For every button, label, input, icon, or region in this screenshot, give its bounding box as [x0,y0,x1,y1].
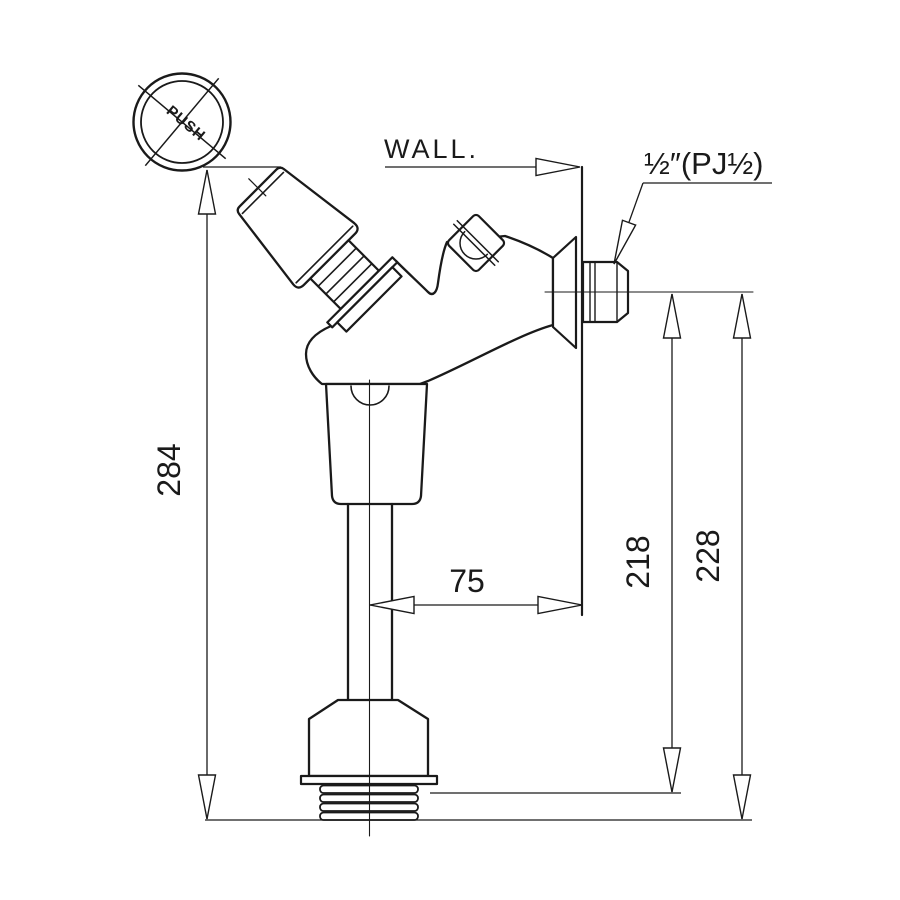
wall-label: WALL. [384,134,479,164]
dim-label-218: 218 [620,535,656,588]
arrowhead-right-icon [535,157,581,177]
outlet-coupling-nut [324,382,429,506]
arrowhead-up-icon [197,169,217,215]
screw-head-arc [459,230,489,260]
valve-fixture [236,165,754,837]
dim-label-228: 228 [690,529,726,582]
stem-rib-line [317,247,358,288]
arrowhead-down-icon [732,774,752,820]
valve-body [304,234,555,386]
dim-label-75: 75 [449,563,485,599]
stem-rib-line [332,262,373,303]
dim-label-284: 284 [151,443,187,496]
cap-centerline-tick [248,178,267,197]
stem-rib-line [325,255,365,295]
outlet-shank [307,698,430,778]
push-button-assembly [236,166,403,333]
arrowhead-down-icon [662,747,682,793]
arrowhead-down-icon [197,774,217,820]
button-flange-base [336,266,403,333]
dimension-lines [203,166,772,821]
push-detail-inner-circle [140,80,224,164]
cap-base-rim-line [295,225,354,284]
dimension-arrowheads [197,157,752,820]
adjusting-screw-boss [446,213,506,273]
push-button-detail [132,72,232,172]
screw-slot-line [456,219,500,263]
screw-slot-line [452,223,496,267]
arrowhead-leader-icon [613,219,637,265]
arrowhead-right-icon [537,595,583,615]
arrowhead-left-icon [369,595,415,615]
connection-size-label: ½″(PJ½) [644,146,764,181]
arrowhead-up-icon [732,293,752,339]
push-button-cap [236,166,359,289]
screw-boss-outline [446,213,506,273]
arrowhead-up-icon [662,293,682,339]
push-detail-outer-circle [132,72,232,172]
push-label: PUSH [163,102,209,144]
push-detail-cross-line [144,77,220,167]
